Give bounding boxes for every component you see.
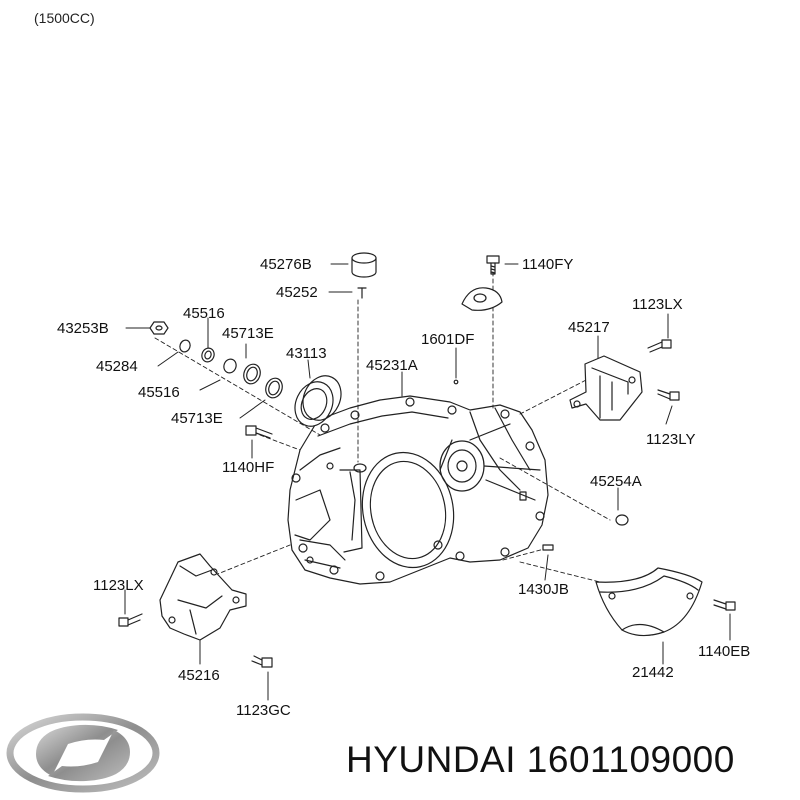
- pin-45252: [357, 287, 367, 299]
- bracket-45216: [159, 553, 247, 641]
- oil-seal-43113: [294, 375, 342, 427]
- bolt-1140fy: [486, 255, 500, 275]
- part-label-1140hf: 1140HF: [222, 459, 275, 476]
- ring-45516-top: [201, 347, 215, 363]
- part-label-45276b: 45276B: [260, 256, 312, 273]
- part-label-1123ly: 1123LY: [646, 431, 696, 448]
- seal-45713e-top: [243, 363, 261, 385]
- ring-45284: [179, 339, 191, 353]
- bolt-1140hf: [245, 425, 273, 439]
- part-label-45713e-top: 45713E: [222, 325, 274, 342]
- part-label-21442: 21442: [632, 664, 674, 681]
- plug-45254a: [615, 514, 629, 526]
- part-label-1140fy: 1140FY: [522, 256, 574, 273]
- part-label-45284: 45284: [96, 358, 138, 375]
- plug-43253b: [149, 321, 169, 335]
- part-label-45252: 45252: [276, 284, 318, 301]
- part-label-45254a: 45254A: [590, 473, 642, 490]
- part-label-1140eb: 1140EB: [698, 643, 751, 660]
- bracket-45217: [569, 355, 643, 421]
- bolt-1123ly: [657, 389, 680, 401]
- bolt-1123lx-top: [647, 339, 672, 353]
- breather-cap: [461, 287, 503, 311]
- part-label-45516-low: 45516: [138, 384, 180, 401]
- part-label-45217: 45217: [568, 319, 610, 336]
- part-label-1123lx-low: 1123LX: [93, 577, 144, 594]
- part-label-1123lx-top: 1123LX: [632, 296, 683, 313]
- pin-1430jb: [542, 544, 554, 551]
- part-label-1601df: 1601DF: [421, 331, 475, 348]
- bolt-1123lx-low: [118, 613, 143, 627]
- cap-45276b: [351, 252, 377, 278]
- part-label-1430jb: 1430JB: [518, 581, 569, 598]
- bolt-1123gc: [251, 655, 273, 668]
- seal-45713e-low: [265, 377, 283, 399]
- part-label-45516-top: 45516: [183, 305, 225, 322]
- transmission-housing: [287, 395, 549, 585]
- part-label-45713e-low: 45713E: [171, 410, 223, 427]
- part-label-43253b: 43253B: [57, 320, 109, 337]
- part-label-43113: 43113: [286, 345, 327, 362]
- part-label-45216: 45216: [178, 667, 220, 684]
- engine-variant-label: (1500CC): [34, 10, 95, 26]
- part-label-45231a: 45231A: [366, 357, 418, 374]
- ring-45516-low: [223, 358, 237, 374]
- leader-lines: [124, 263, 731, 701]
- bolt-1140eb: [713, 599, 736, 611]
- hyundai-logo-icon: [6, 713, 160, 793]
- brand-part-number: HYUNDAI 1601109000: [346, 739, 735, 780]
- shield-21442: [595, 567, 703, 637]
- pin-1601df: [453, 379, 459, 385]
- part-label-1123gc: 1123GC: [236, 702, 291, 719]
